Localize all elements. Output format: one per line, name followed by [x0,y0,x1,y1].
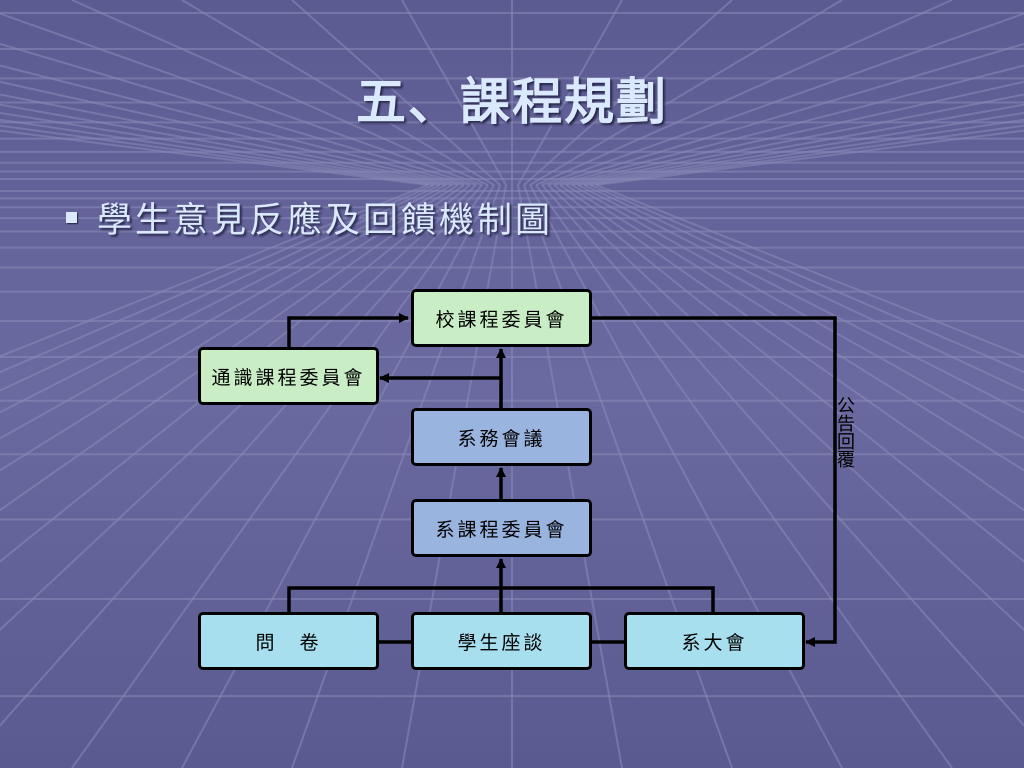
grid-line [565,93,1024,186]
grid-line [0,184,453,440]
grid-line [589,184,1024,374]
grid-line [0,12,483,186]
grid-line [595,184,1024,358]
grid-line [0,80,465,186]
node-student-forum: 學生座談 [411,612,592,670]
connector-reply-loop [591,316,837,647]
node-dept-affairs: 系務會議 [411,408,592,466]
grid-line [529,184,843,768]
grid-line [291,184,501,768]
grid-line [401,184,507,768]
grid-line [595,129,1024,186]
node-school-committee: 校課程委員會 [411,289,592,347]
grid-line [559,184,1024,512]
grid-line [71,0,489,186]
grid-line [0,103,453,186]
grid-line [541,184,1024,727]
grid-line [0,93,459,186]
grid-line [0,184,441,392]
grid-line [547,184,1024,632]
grid-line [517,0,623,186]
grid-line [0,111,447,186]
grid-line [0,184,429,358]
grid-line [0,124,435,186]
node-dept-committee: 系課程委員會 [411,499,592,557]
grid-line [535,184,953,768]
grid-line [535,0,953,186]
grid-line [583,118,1024,186]
grid-line [0,184,465,512]
grid-line [565,184,1024,472]
grid-line [571,184,1024,440]
grid-line [571,103,1024,186]
node-questionnaire: 問 卷 [198,612,379,670]
grid-line [0,184,471,563]
slide-title: 五、課程規劃 [356,72,668,131]
grid-line [523,0,733,186]
grid-line [0,184,459,472]
node-dept-assembly: 系大會 [624,612,805,670]
grid-line [181,184,495,768]
grid-line [553,184,1024,563]
square-bullet-icon [66,212,77,223]
connector-general-to-school [287,313,409,348]
grid-line [547,42,1024,186]
grid-line [291,0,501,186]
bullet-text: 學生意見反應及回饋機制圖 [97,201,554,241]
grid-line [0,184,447,414]
node-general-committee: 通識課程委員會 [198,347,379,405]
grid-line [181,0,495,186]
bullet-item: 學生意見反應及回饋機制圖 [66,192,553,243]
grid-line [559,80,1024,186]
grid-line [0,42,477,186]
grid-line [517,184,623,768]
grid-line [71,184,489,768]
grid-line [553,64,1024,186]
grid-line [0,129,429,186]
grid-line [0,184,483,727]
grid-line [541,12,1024,186]
grid-line [529,0,843,186]
grid-line [0,184,435,374]
grid-line [577,111,1024,186]
grid-line [401,0,507,186]
grid-line [0,184,477,632]
grid-line [0,64,471,186]
grid-line [523,184,733,768]
grid-line [589,124,1024,186]
grid-line [0,118,441,186]
grid-line [577,184,1024,414]
grid-line [583,184,1024,392]
reply-side-label: 公告回覆 [834,396,855,468]
